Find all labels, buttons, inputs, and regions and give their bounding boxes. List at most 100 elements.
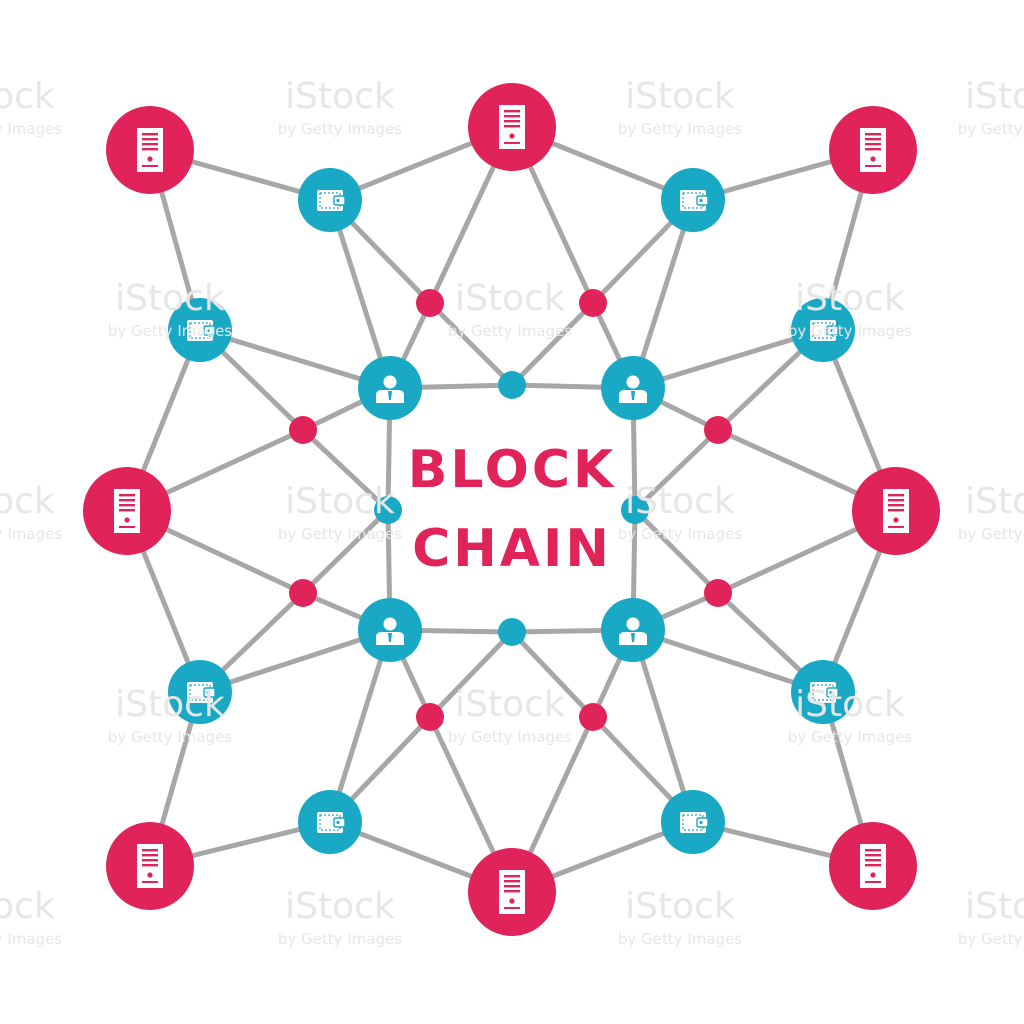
watermark-layer: iStock by Getty Images iStock by Getty Imag… bbox=[0, 76, 1024, 948]
watermark-credit: by Getty Images bbox=[0, 120, 62, 138]
watermark-credit: by Getty Images bbox=[618, 120, 742, 138]
server-node-s3 bbox=[829, 106, 917, 194]
wallet-icon bbox=[317, 812, 346, 833]
watermark: iStock by Getty Images bbox=[278, 481, 402, 543]
watermark-brand: iStock bbox=[455, 684, 565, 725]
user-node-u2 bbox=[601, 356, 665, 420]
watermark-credit: by Getty Images bbox=[618, 525, 742, 543]
watermark-brand: iStock bbox=[965, 76, 1024, 117]
server-node-s4 bbox=[83, 467, 171, 555]
small-blue-node-b4 bbox=[621, 496, 649, 524]
small-red-node-r1 bbox=[416, 289, 444, 317]
wallet-node-w7 bbox=[298, 790, 362, 854]
watermark-brand: iStock bbox=[285, 76, 395, 117]
wallet-icon bbox=[680, 812, 709, 833]
edge-w1-u1 bbox=[327, 197, 393, 391]
edge-r4-b4 bbox=[632, 427, 721, 513]
wallet-node-w4 bbox=[791, 298, 855, 362]
watermark: iStock by Getty Images bbox=[618, 76, 742, 138]
watermark-credit: by Getty Images bbox=[958, 930, 1024, 948]
watermark: iStock by Getty Images bbox=[618, 481, 742, 543]
watermark-brand: iStock bbox=[625, 76, 735, 117]
wallet-node-w6 bbox=[791, 660, 855, 724]
watermark-credit: by Getty Images bbox=[0, 930, 62, 948]
server-icon bbox=[137, 128, 163, 172]
watermark-credit: by Getty Images bbox=[108, 728, 232, 746]
watermark-brand: iStock bbox=[625, 481, 735, 522]
server-icon bbox=[499, 870, 525, 914]
server-node-s1 bbox=[106, 106, 194, 194]
edge-w6-u4 bbox=[630, 627, 826, 695]
small-red-node-r3 bbox=[289, 416, 317, 444]
wallet-node-w8 bbox=[661, 790, 725, 854]
watermark-credit: by Getty Images bbox=[618, 930, 742, 948]
watermark-credit: by Getty Images bbox=[278, 525, 402, 543]
network-nodes bbox=[83, 83, 940, 936]
watermark-credit: by Getty Images bbox=[278, 120, 402, 138]
wallet-node-w1 bbox=[298, 168, 362, 232]
edge-w8-u4 bbox=[630, 627, 696, 825]
small-red-node-r8 bbox=[579, 703, 607, 731]
wallet-node-w5 bbox=[168, 660, 232, 724]
small-blue-node-b3 bbox=[374, 496, 402, 524]
small-red-node-r6 bbox=[704, 579, 732, 607]
user-icon bbox=[619, 375, 647, 403]
small-red-node-r4 bbox=[704, 416, 732, 444]
watermark-brand: iStock bbox=[115, 684, 225, 725]
edge-w2-u2 bbox=[630, 197, 696, 391]
watermark: iStock by Getty Images bbox=[278, 886, 402, 948]
user-node-u4 bbox=[601, 598, 665, 662]
watermark-credit: by Getty Images bbox=[958, 525, 1024, 543]
watermark-brand: iStock bbox=[115, 278, 225, 319]
watermark: iStock by Getty Images bbox=[618, 886, 742, 948]
server-icon bbox=[137, 844, 163, 888]
small-red-node-r5 bbox=[289, 579, 317, 607]
watermark: iStock by Getty Images bbox=[788, 684, 912, 746]
user-icon bbox=[619, 617, 647, 645]
watermark: iStock by Getty Images bbox=[958, 481, 1024, 543]
watermark-brand: iStock bbox=[965, 481, 1024, 522]
user-icon bbox=[376, 375, 404, 403]
watermark-brand: iStock bbox=[285, 886, 395, 927]
wallet-icon bbox=[810, 682, 839, 703]
edge-r8-b2 bbox=[509, 629, 596, 720]
small-blue-node-b2 bbox=[498, 618, 526, 646]
watermark-credit: by Getty Images bbox=[448, 322, 572, 340]
watermark-brand: iStock bbox=[285, 481, 395, 522]
server-icon bbox=[114, 489, 140, 533]
edge-w7-u3 bbox=[327, 627, 393, 825]
edge-r2-b1 bbox=[509, 300, 596, 388]
edge-w4-u2 bbox=[630, 327, 826, 391]
watermark: iStock by Getty Images bbox=[958, 76, 1024, 138]
user-icon bbox=[376, 617, 404, 645]
server-node-s2 bbox=[468, 83, 556, 171]
title-line-2: CHAIN bbox=[412, 519, 612, 579]
small-red-node-r7 bbox=[416, 703, 444, 731]
edge-r1-b1 bbox=[427, 300, 515, 388]
center-title: BLOCK CHAIN bbox=[408, 440, 617, 579]
watermark-credit: by Getty Images bbox=[958, 120, 1024, 138]
server-node-s5 bbox=[852, 467, 940, 555]
server-icon bbox=[860, 128, 886, 172]
watermark-credit: by Getty Images bbox=[278, 930, 402, 948]
edge-r3-b3 bbox=[300, 427, 391, 513]
watermark: iStock by Getty Images bbox=[278, 76, 402, 138]
watermark-brand: iStock bbox=[795, 684, 905, 725]
title-line-1: BLOCK bbox=[408, 440, 617, 500]
server-icon bbox=[883, 489, 909, 533]
watermark-credit: by Getty Images bbox=[788, 322, 912, 340]
wallet-icon bbox=[317, 190, 346, 211]
watermark-brand: iStock bbox=[625, 886, 735, 927]
watermark-credit: by Getty Images bbox=[788, 728, 912, 746]
small-blue-node-b1 bbox=[498, 371, 526, 399]
server-node-s7 bbox=[468, 848, 556, 936]
watermark-brand: iStock bbox=[455, 278, 565, 319]
edge-w5-u3 bbox=[197, 627, 393, 695]
